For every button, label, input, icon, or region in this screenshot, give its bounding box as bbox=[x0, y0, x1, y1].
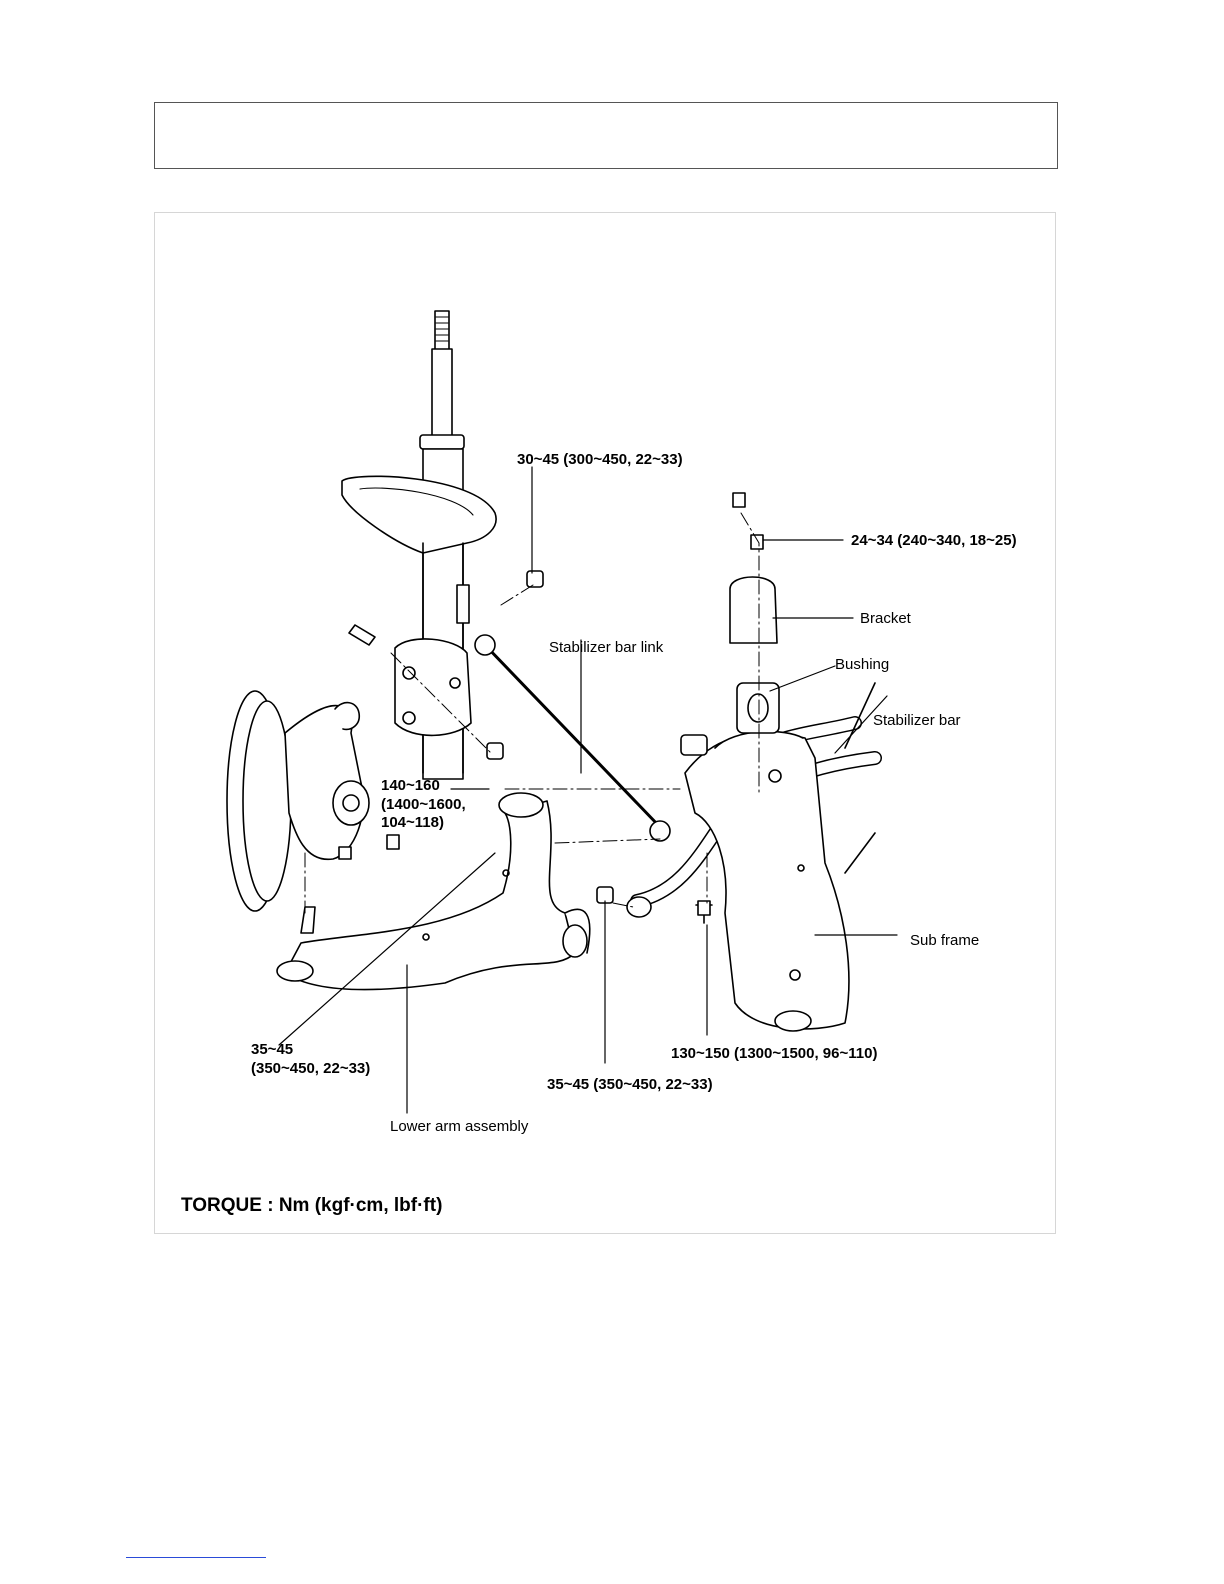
strut-nut-torque-label: 30~45 (300~450, 22~33) bbox=[517, 450, 683, 469]
footer-link-rule[interactable] bbox=[126, 1557, 266, 1558]
header-box bbox=[154, 102, 1058, 169]
lower-arm-assembly-label: Lower arm assembly bbox=[390, 1117, 528, 1136]
knuckle-nut-torque-line1: 140~160 bbox=[381, 776, 440, 795]
ball-joint-torque-line2: (350~450, 22~33) bbox=[251, 1059, 370, 1078]
subframe-bolt-torque-label: 130~150 (1300~1500, 96~110) bbox=[671, 1044, 877, 1063]
sub-frame-label: Sub frame bbox=[910, 931, 979, 950]
link-nut-torque-label: 35~45 (350~450, 22~33) bbox=[547, 1075, 713, 1094]
knuckle-nut-torque-line2: (1400~1600, bbox=[381, 795, 466, 814]
knuckle-disc bbox=[227, 691, 399, 911]
bracket-bushing bbox=[730, 493, 779, 733]
stabilizer-bar-link-label: Stabilizer bar link bbox=[549, 638, 663, 657]
sub-frame bbox=[681, 683, 875, 1031]
bushing-label: Bushing bbox=[835, 655, 889, 674]
torque-unit-note: TORQUE : Nm (kgf·cm, lbf·ft) bbox=[181, 1195, 442, 1217]
ball-joint-torque-line1: 35~45 bbox=[251, 1040, 293, 1059]
figure-frame: 30~45 (300~450, 22~33) 24~34 (240~340, 1… bbox=[154, 212, 1056, 1234]
bracket-bolt-torque-label: 24~34 (240~340, 18~25) bbox=[851, 531, 1017, 550]
stabilizer-bar-label: Stabilizer bar bbox=[873, 711, 961, 730]
knuckle-nut-torque-line3: 104~118) bbox=[381, 813, 444, 832]
bracket-label: Bracket bbox=[860, 609, 911, 628]
strut-assembly bbox=[342, 311, 496, 779]
